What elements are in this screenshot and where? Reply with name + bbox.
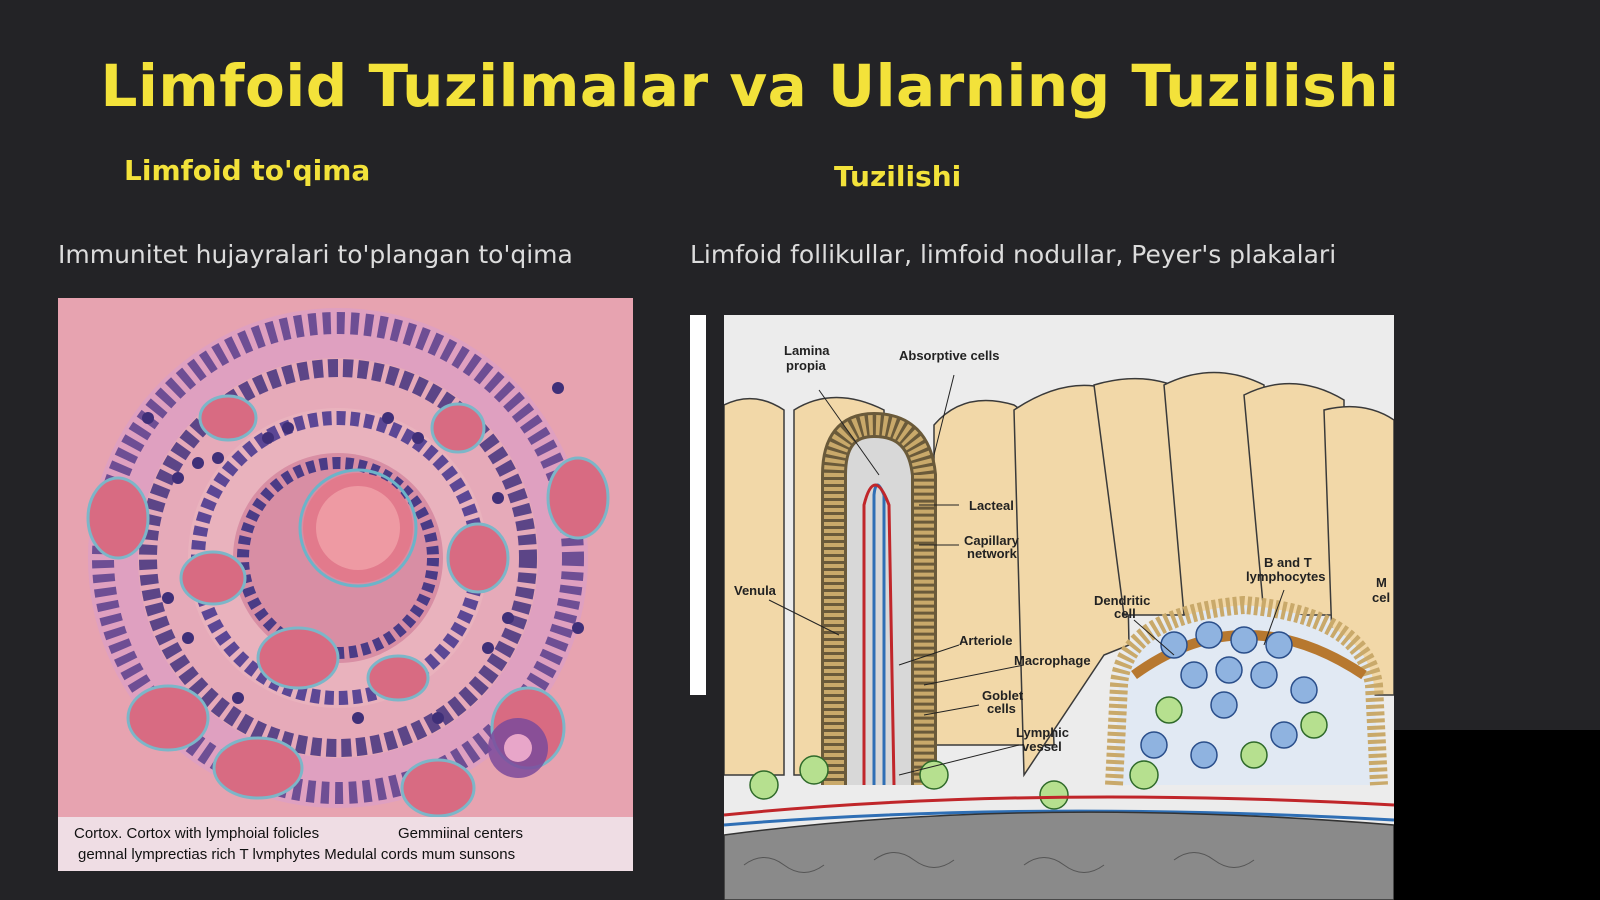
micrograph-caption: Cortox. Cortox with lymphoial folicles G… bbox=[58, 817, 633, 871]
micrograph-art bbox=[58, 298, 633, 871]
label-arteriole: Arteriole bbox=[959, 633, 1012, 648]
white-divider-bar bbox=[690, 315, 706, 695]
caption-line-1a: Cortox. Cortox with lymphoial folicles bbox=[74, 825, 320, 842]
label-m-1: M bbox=[1376, 575, 1387, 590]
right-description: Limfoid follikullar, limfoid nodullar, P… bbox=[690, 240, 1337, 269]
caption-line-2: gemnal lymprectias rich T lvmphytes Medu… bbox=[78, 846, 516, 863]
label-lamina-1: Lamina bbox=[784, 343, 830, 358]
label-dendritic-2: cell bbox=[1114, 606, 1136, 621]
slide-title: Limfoid Tuzilmalar va Ularning Tuzilishi bbox=[100, 52, 1400, 120]
label-bt-2: lymphocytes bbox=[1246, 569, 1325, 584]
label-dendritic-1: Dendritic bbox=[1094, 593, 1150, 608]
label-absorptive: Absorptive cells bbox=[899, 348, 999, 363]
label-bt-1: B and T bbox=[1264, 555, 1312, 570]
label-lymphic-2: vessel bbox=[1022, 739, 1062, 754]
villus-diagram-art: Lamina propia Absorptive cells Lacteal C… bbox=[724, 315, 1394, 900]
label-lacteal: Lacteal bbox=[969, 498, 1014, 513]
caption-line-1b: Gemmiinal centers bbox=[398, 825, 524, 842]
right-heading: Tuzilishi bbox=[834, 160, 962, 193]
left-description: Immunitet hujayralari to'plangan to'qima bbox=[58, 240, 573, 269]
label-venula: Venula bbox=[734, 583, 777, 598]
label-macrophage: Macrophage bbox=[1014, 653, 1091, 668]
label-goblet-1: Goblet bbox=[982, 688, 1024, 703]
black-overlay-corner bbox=[1394, 730, 1600, 900]
label-m-2: cel bbox=[1372, 590, 1390, 605]
label-lamina-2: propia bbox=[786, 358, 826, 373]
left-heading: Limfoid to'qima bbox=[124, 154, 371, 187]
label-capillary-1: Capillary bbox=[964, 533, 1020, 548]
label-capillary-2: network bbox=[967, 546, 1018, 561]
intestine-villus-diagram: Lamina propia Absorptive cells Lacteal C… bbox=[724, 315, 1394, 900]
label-lymphic-1: Lymphic bbox=[1016, 725, 1069, 740]
lymphoid-tissue-micrograph: Cortox. Cortox with lymphoial folicles G… bbox=[58, 298, 633, 871]
label-goblet-2: cells bbox=[987, 701, 1016, 716]
